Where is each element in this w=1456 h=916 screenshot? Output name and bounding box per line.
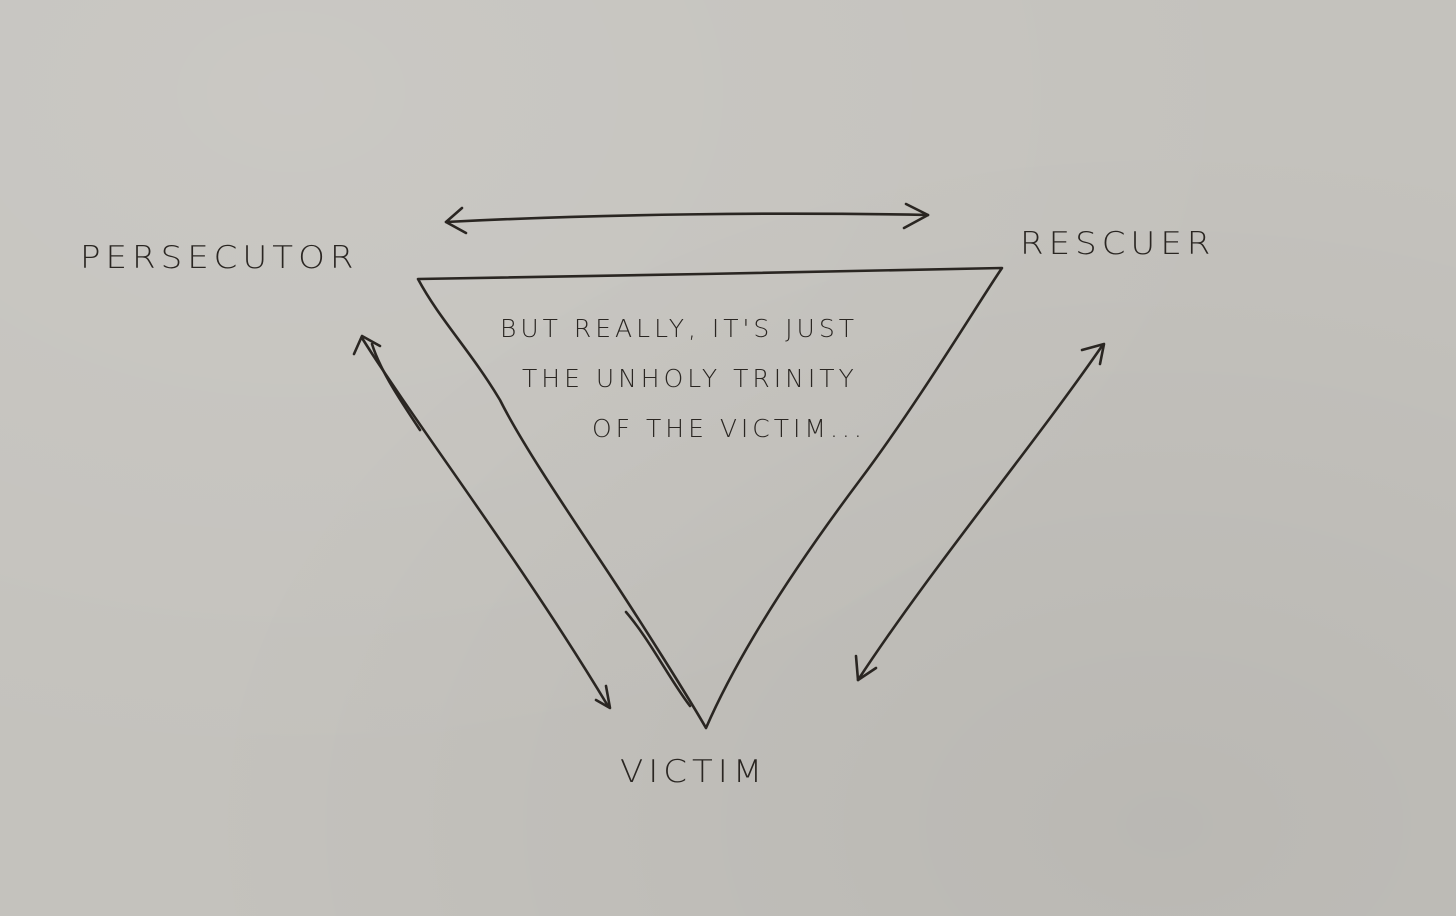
triangle-inner-stroke bbox=[624, 610, 692, 708]
victim-label: VICTIM bbox=[620, 753, 768, 791]
arrow-persecutor-rescuer bbox=[444, 202, 930, 235]
rescuer-label: RESCUER bbox=[1020, 225, 1216, 263]
note-line-2: THE UNHOLY TRINITY bbox=[522, 364, 858, 393]
note-line-1: BUT REALLY, IT'S JUST bbox=[500, 314, 858, 343]
inverted-triangle bbox=[416, 266, 1004, 730]
arrow-persecutor-victim bbox=[352, 334, 612, 710]
note-line-3: OF THE VICTIM... bbox=[592, 414, 866, 443]
persecutor-label: PERSECUTOR bbox=[80, 239, 359, 277]
arrow-rescuer-victim bbox=[854, 342, 1106, 682]
